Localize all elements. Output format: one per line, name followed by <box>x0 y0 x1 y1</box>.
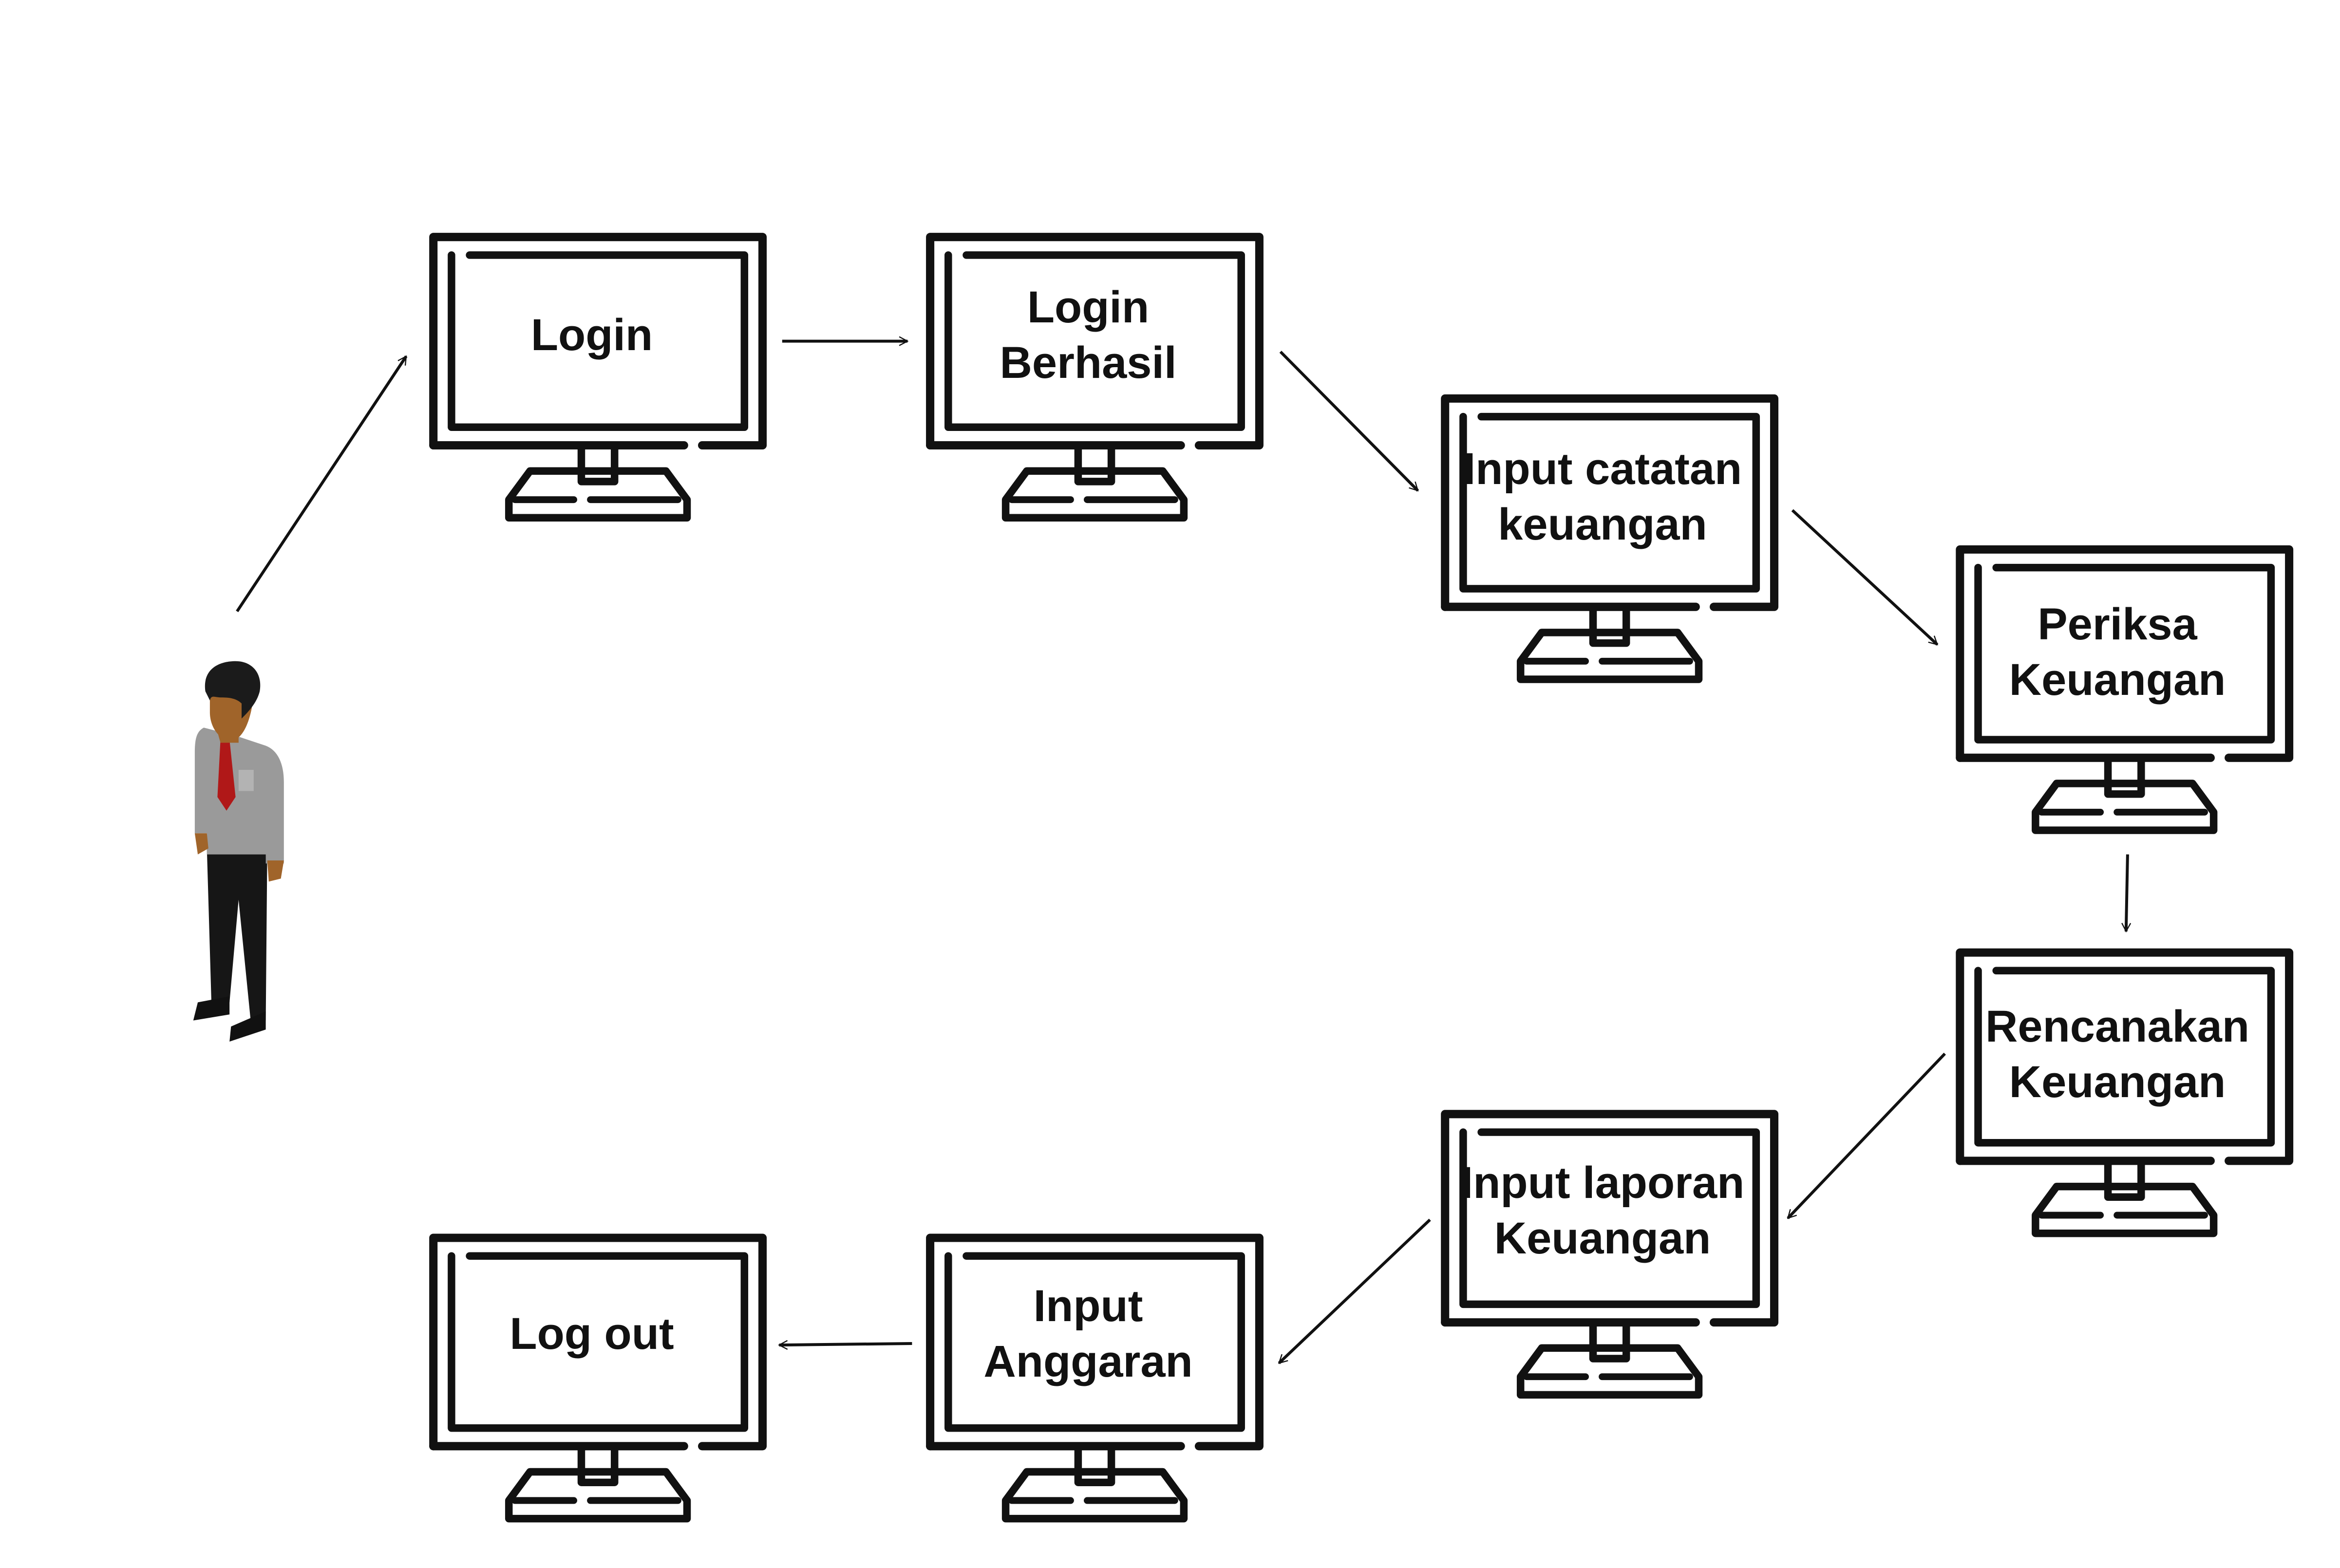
monitor-login-icon <box>429 233 767 522</box>
person-hand-left <box>194 833 208 855</box>
arrow-actor-to-login <box>236 356 408 613</box>
monitor-nodes <box>429 233 2294 1523</box>
monitor-base <box>1516 629 1703 683</box>
monitor-outer-frame <box>1441 1110 1779 1327</box>
monitor-base <box>1516 1344 1703 1399</box>
arrow-input-budget-to-logout <box>779 1344 912 1345</box>
person-tie <box>217 740 236 811</box>
step-plan-finance-label: Rencanakan Keuangan <box>1985 1001 2250 1107</box>
monitor-base <box>505 467 691 522</box>
monitor-stand-neck <box>1589 1322 1630 1363</box>
monitor-screen-frame <box>944 1252 1245 1432</box>
arrow-input-records-to-check-finance <box>1791 509 1939 646</box>
arrow-input-report-to-input-budget <box>1278 1218 1431 1364</box>
monitor-stand-neck <box>577 1445 619 1486</box>
monitor-stand-neck <box>1074 444 1115 485</box>
arrow-login-success-to-input-records <box>1279 351 1419 492</box>
arrow-plan-finance-to-input-report <box>1787 1052 1946 1219</box>
monitor-outer-frame <box>926 1233 1264 1451</box>
step-check-finance-label: Periksa Keuangan <box>2009 599 2226 705</box>
monitor-screen-frame <box>448 251 749 431</box>
monitor-outer-frame <box>1956 545 2294 762</box>
step-input-records-label: Input catatan keuangan <box>1463 444 1742 549</box>
flow-arrows <box>236 341 2128 1364</box>
person-shoe-left <box>193 996 230 1021</box>
step-input-budget-label: Input Anggaran <box>983 1281 1193 1386</box>
monitor-login-success-icon <box>926 233 1264 522</box>
monitor-screen-frame <box>1459 1128 1760 1308</box>
monitor-screen-frame <box>448 1252 749 1432</box>
person-hand-right <box>267 860 284 882</box>
person-pocket <box>238 770 254 791</box>
step-logout-label: Log out <box>510 1308 674 1359</box>
step-input-report-label: Input laporan Keuangan <box>1460 1157 1745 1263</box>
monitor-screen-frame <box>1974 563 2275 744</box>
step-login-label: Login <box>530 310 653 360</box>
monitor-base <box>505 1468 691 1523</box>
monitor-screen-frame <box>1974 967 2275 1147</box>
monitor-input-budget-icon <box>926 1233 1264 1523</box>
monitor-plan-finance-icon <box>1956 948 2294 1237</box>
monitor-stand-neck <box>2104 757 2145 798</box>
monitor-base <box>2032 1182 2218 1237</box>
person-shoe-right <box>229 1011 266 1042</box>
monitor-screen-frame <box>944 251 1245 431</box>
person-shirt <box>194 728 284 864</box>
monitor-base <box>2032 780 2218 834</box>
arrow-check-finance-to-plan-finance <box>2126 854 2128 932</box>
monitor-outer-frame <box>1956 948 2294 1165</box>
monitor-base <box>1001 1468 1188 1523</box>
monitor-outer-frame <box>429 1233 767 1451</box>
monitor-outer-frame <box>926 233 1264 450</box>
monitor-screen-frame <box>1459 412 1760 593</box>
monitor-stand-neck <box>1589 606 1630 647</box>
step-login-success-label: Login Berhasil <box>1000 282 1177 388</box>
monitor-check-finance-icon <box>1956 545 2294 834</box>
monitor-stand-neck <box>577 444 619 485</box>
person-icon <box>193 661 284 1042</box>
monitor-logout-icon <box>429 1233 767 1523</box>
monitor-stand-neck <box>1074 1445 1115 1486</box>
monitor-base <box>1001 467 1188 522</box>
person-legs <box>207 848 267 1021</box>
monitor-stand-neck <box>2104 1160 2145 1201</box>
monitor-outer-frame <box>429 233 767 450</box>
monitor-input-report-icon <box>1441 1110 1779 1399</box>
person-hair <box>205 661 261 719</box>
monitor-outer-frame <box>1441 394 1779 611</box>
monitor-input-records-icon <box>1441 394 1779 683</box>
